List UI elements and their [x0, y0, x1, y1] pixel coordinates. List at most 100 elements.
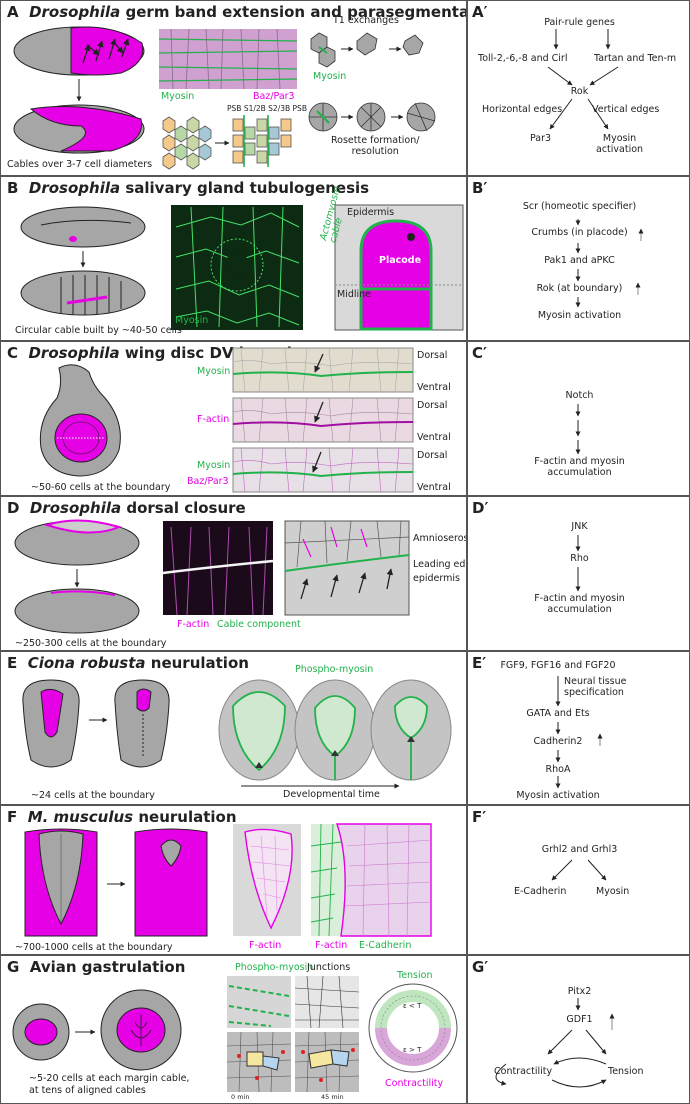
node-pitx2: Pitx2 [567, 986, 592, 997]
cell-strip-3 [232, 447, 414, 493]
label-baz-par3: Baz/Par3 [253, 91, 295, 102]
hex-cell-grid [162, 116, 212, 170]
label-45-min: 45 min [321, 1093, 344, 1101]
label-ventral-2: Ventral [417, 432, 451, 443]
pathway-e: E′ FGF9, FGF16 and FGF20 Neural tissue s… [467, 651, 690, 805]
label-eq-bot: ε > T [403, 1046, 422, 1054]
label-0-min: 0 min [231, 1093, 250, 1101]
ciona-embryo-icon [22, 679, 80, 768]
pathway-d-arrows [575, 535, 581, 592]
label-ventral-3: Ventral [417, 482, 451, 493]
node-factin-myosin: F-actin and myosin accumulation [534, 593, 625, 615]
label-cable-component: Cable component [217, 619, 301, 630]
label-midline: Midline [337, 289, 372, 300]
node-scr: Scr (homeotic specifier) [522, 201, 637, 212]
pathway-e-label: E′ [472, 654, 487, 672]
timelapse-micrograph-1 [226, 1031, 292, 1093]
avian-embryo-later-icon [100, 989, 182, 1071]
label-contractility: Contractility [385, 1078, 444, 1089]
wing-disc-icon [39, 364, 121, 477]
caption-a: Cables over 3-7 cell diameters [7, 159, 153, 170]
panel-g-drawing [12, 975, 458, 1093]
caption-f: ~700-1000 cells at the boundary [15, 942, 173, 953]
label-leading-edge: Leading edge [413, 559, 466, 570]
node-e-cadherin: E-Cadherin [514, 886, 567, 897]
embryo-extended-icon [13, 104, 145, 154]
label-e-cadherin: E-Cadherin [359, 940, 412, 951]
mouse-embryo-icon [24, 828, 98, 937]
caption-e: ~24 cells at the boundary [31, 790, 155, 801]
panel-d: D Drosophila dorsal closure F-actin Cabl… [0, 496, 467, 651]
label-rosette: Rosette formation/ resolution [331, 135, 420, 157]
node-tartan: Tartan and Ten-m [594, 53, 677, 64]
phospho-myosin-micrograph [227, 976, 291, 1028]
panel-f: F M. musculus neurulation F-actin F-acti… [0, 805, 467, 955]
pathway-b: B′ Scr (homeotic specifier) Crumbs (in p… [467, 176, 690, 341]
label-myosin: Myosin [197, 366, 231, 377]
caption-g-1: ~5-20 cells at each margin cable, [29, 1073, 190, 1084]
pathway-g-arrows [495, 998, 615, 1088]
node-crumbs: Crumbs (in placode) [531, 227, 628, 238]
pathway-d: D′ JNK Rho F-actin and myosin accumulati… [467, 496, 690, 651]
avian-embryo-icon [12, 1003, 70, 1061]
label-factin: F-actin [197, 414, 230, 425]
pathway-a-label: A′ [472, 3, 488, 21]
panel-g: G Avian gastrulation [0, 955, 467, 1104]
node-myosin-activation: Myosin activation [596, 133, 644, 155]
pathway-b-label: B′ [472, 179, 488, 197]
node-contractility: Contractility [494, 1066, 553, 1077]
junctions-micrograph [294, 975, 360, 1029]
ciona-embryo-later-icon [114, 679, 170, 768]
label-myosin: Myosin [161, 91, 195, 102]
node-rho: Rho [570, 553, 589, 564]
pathway-c: C′ Notch F-actin and myosin accumulation [467, 341, 690, 496]
node-pair-rule: Pair-rule genes [544, 17, 615, 28]
embryo-closed-icon [14, 588, 140, 634]
label-placode: Placode [379, 255, 422, 266]
caption-g-2: at tens of aligned cables [29, 1085, 146, 1096]
node-vertical: Vertical edges [592, 104, 660, 115]
factin-micrograph [233, 824, 301, 936]
label-myosin: Myosin [175, 315, 209, 326]
embryo-icon [14, 519, 140, 566]
node-rok: Rok [570, 86, 589, 97]
label-tension: Tension [397, 970, 433, 981]
pathway-c-label: C′ [472, 344, 487, 362]
pathway-c-arrows [575, 404, 581, 455]
pathway-e-arrows [555, 676, 603, 789]
label-dorsal-1: Dorsal [417, 350, 448, 361]
node-grhl: Grhl2 and Grhl3 [541, 844, 618, 855]
label-t1-myosin: Myosin [313, 71, 347, 82]
node-myosin-activation: Myosin activation [516, 790, 600, 801]
pathway-g-label: G′ [472, 958, 489, 976]
panel-f-drawing [24, 823, 432, 937]
panel-a-drawing [13, 26, 436, 170]
label-psb: PSB S1/2B S2/3B PSB [227, 104, 307, 113]
label-myosin-2: Myosin [197, 460, 231, 471]
node-rhoa: RhoA [545, 764, 571, 775]
panel-b: B Drosophila salivary gland tubulogenesi… [0, 176, 467, 341]
label-factin-1: F-actin [249, 940, 282, 951]
panel-e: E Ciona robusta neurulation Phospho-myos… [0, 651, 467, 805]
label-t1: T1 exchanges [333, 15, 399, 26]
embryo-icon [20, 206, 146, 248]
mouse-embryo-later-icon [134, 828, 208, 937]
node-rok: Rok (at boundary) [536, 283, 623, 294]
node-gata-ets: GATA and Ets [526, 708, 590, 719]
panel-d-drawing [14, 519, 410, 634]
panel-f-title: F M. musculus neurulation [7, 808, 237, 826]
pathway-a-arrows [547, 29, 619, 130]
panel-d-title: D Drosophila dorsal closure [7, 499, 246, 517]
pathway-f: F′ Grhl2 and Grhl3 E-Cadherin Myosin [467, 805, 690, 955]
label-dorsal-3: Dorsal [417, 450, 448, 461]
label-junctions: Junctions [307, 962, 351, 973]
node-toll: Toll-2,-6,-8 and Cirl [478, 53, 568, 64]
panel-a-title: A Drosophila germ band extension and par… [7, 3, 467, 21]
node-myosin: Myosin [596, 886, 630, 897]
label-epidermis: Epidermis [347, 207, 395, 218]
panel-g-title: G Avian gastrulation [7, 958, 186, 976]
label-eq-top: ε < T [403, 1002, 422, 1010]
tension-contractility-ring [368, 983, 458, 1073]
node-par3: Par3 [530, 133, 552, 144]
